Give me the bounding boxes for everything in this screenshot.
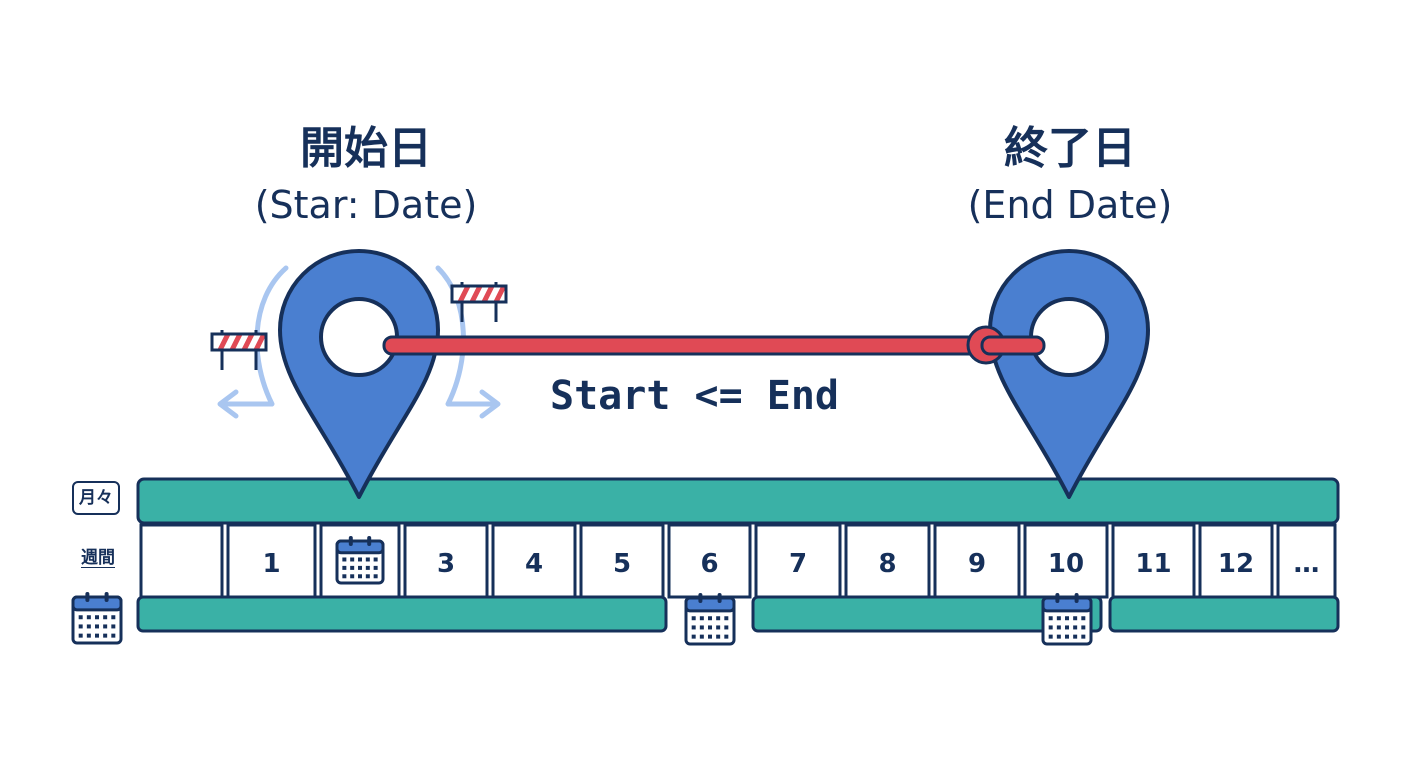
day-cell[interactable]: 12	[1198, 523, 1274, 599]
day-cell[interactable]	[139, 523, 224, 599]
day-label: 5	[613, 549, 631, 579]
month-label-text: 月々	[79, 487, 113, 508]
start-title-en: (Star: Date)	[254, 183, 478, 227]
day-label: …	[1294, 549, 1320, 579]
day-cell[interactable]: 5	[579, 523, 665, 599]
day-label: 11	[1135, 549, 1171, 579]
end-title-jp: 終了日	[1004, 123, 1136, 174]
week-label: 週間	[81, 548, 115, 568]
start-pin-icon[interactable]	[278, 249, 440, 499]
day-cell[interactable]: 8	[844, 523, 931, 599]
day-cell[interactable]: 11	[1111, 523, 1196, 599]
timeline-calendar-icon-1	[684, 593, 736, 646]
side-calendar-icon	[71, 592, 123, 645]
barrier-icon	[450, 282, 508, 322]
day-label: 3	[437, 549, 455, 579]
start-title-jp: 開始日	[300, 123, 432, 174]
month-label: 月々	[72, 481, 120, 515]
day-label: 7	[789, 549, 807, 579]
timeline-bottom-band-1	[136, 595, 668, 633]
day-label: 1	[262, 549, 280, 579]
day-label: 9	[968, 549, 986, 579]
day-cells: 1 3 4 5 6 7 8 9 10 11 12 …	[139, 523, 1337, 599]
day-cell[interactable]: 7	[754, 523, 842, 599]
day-cell[interactable]: 6	[667, 523, 752, 599]
day-label: 4	[525, 549, 543, 579]
timeline-bottom-band-3	[1108, 595, 1340, 633]
day-cell[interactable]: 10	[1023, 523, 1109, 599]
barrier-icon	[210, 330, 268, 370]
end-title-en: (End Date)	[967, 183, 1173, 227]
day-cell[interactable]: 1	[226, 523, 317, 599]
day-cell[interactable]: 3	[403, 523, 489, 599]
end-pin-icon[interactable]	[988, 249, 1150, 499]
day-label: 6	[700, 549, 718, 579]
range-rule: Start <= End	[550, 373, 839, 419]
timeline-calendar-icon-2	[1041, 593, 1093, 646]
calendar-icon	[335, 536, 385, 585]
day-cell[interactable]: …	[1276, 523, 1337, 599]
day-cell[interactable]	[319, 523, 401, 599]
day-label: 12	[1218, 549, 1254, 579]
day-label: 10	[1048, 549, 1084, 579]
range-link	[382, 325, 1046, 365]
timeline-top-band	[136, 477, 1340, 525]
day-label: 8	[878, 549, 896, 579]
day-cell[interactable]: 9	[933, 523, 1021, 599]
day-cell[interactable]: 4	[491, 523, 577, 599]
timeline: 1 3 4 5 6 7 8 9 10 11 12 …	[71, 477, 1340, 646]
